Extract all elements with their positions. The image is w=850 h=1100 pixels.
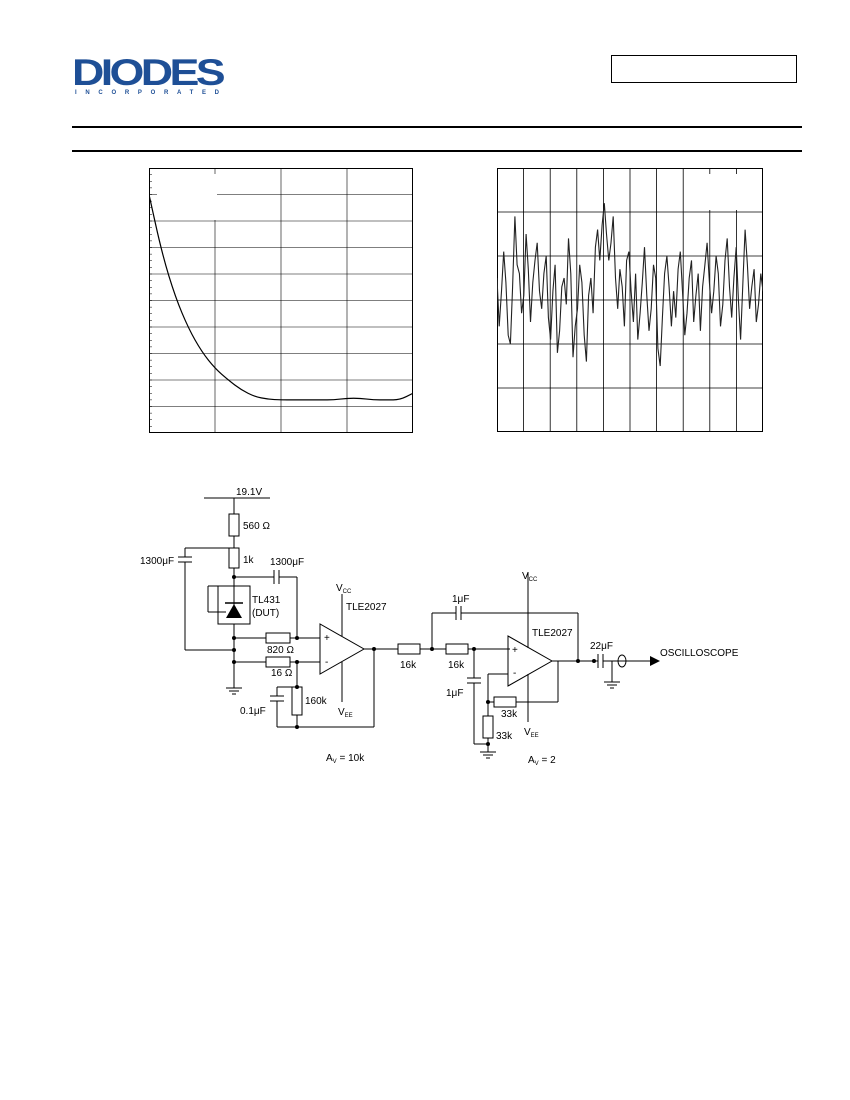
label-c1uF-low: 1μF	[446, 688, 463, 699]
label-r560: 560 Ω	[243, 521, 270, 532]
noise-test-circuit: 19.1V 560 Ω 1k 1300μF 1300μF TL431 (DUT)…	[140, 487, 739, 767]
label-r16k-a: 16k	[400, 660, 417, 671]
label-r820: 820 Ω	[267, 645, 294, 656]
label-r16k-b: 16k	[448, 660, 465, 671]
label-r33k-a: 33k	[501, 709, 518, 720]
noise-trace	[497, 203, 763, 367]
label-c1uF-top: 1μF	[452, 594, 469, 605]
label-r160k: 160k	[305, 696, 328, 707]
label-opamp2-plus: +	[512, 645, 518, 656]
label-r33k-b: 33k	[496, 731, 513, 742]
label-vee1: VEE	[338, 707, 353, 719]
label-opamp2-minus: -	[513, 668, 516, 679]
label-vee2: VEE	[524, 727, 539, 739]
label-opamp1: TLE2027	[346, 602, 387, 613]
brand-wordmark: DIODES	[72, 54, 225, 93]
header-rule-bottom	[72, 150, 802, 152]
legend-blank	[157, 174, 217, 220]
legend-blank	[687, 174, 757, 210]
label-opamp1-plus: +	[324, 633, 330, 644]
label-vcc2: VCC	[522, 571, 538, 583]
label-supply: 19.1V	[236, 487, 262, 498]
label-dut-name: TL431	[252, 595, 281, 606]
noise-density-chart	[149, 168, 413, 433]
label-opamp2: TLE2027	[532, 628, 573, 639]
label-opamp1-minus: -	[325, 657, 328, 668]
label-vcc1: VCC	[336, 583, 352, 595]
header-rule-top	[72, 126, 802, 128]
label-gain1: AV = 10k	[326, 753, 365, 765]
part-number-box	[611, 55, 797, 83]
label-gain2: AV = 2	[528, 755, 556, 767]
diodes-logo: DIODES INCORPORATED	[72, 54, 227, 96]
label-r16: 16 Ω	[271, 668, 293, 679]
label-output: OSCILLOSCOPE	[660, 648, 739, 659]
label-c1300-left: 1300μF	[140, 556, 174, 567]
label-c1300-top: 1300μF	[270, 557, 304, 568]
label-dut: (DUT)	[252, 608, 279, 619]
noise-oscilloscope-trace	[497, 168, 763, 432]
series-line	[149, 194, 413, 401]
label-r1k: 1k	[243, 555, 255, 566]
label-c01: 0.1μF	[240, 706, 266, 717]
label-c22uF: 22μF	[590, 641, 613, 652]
